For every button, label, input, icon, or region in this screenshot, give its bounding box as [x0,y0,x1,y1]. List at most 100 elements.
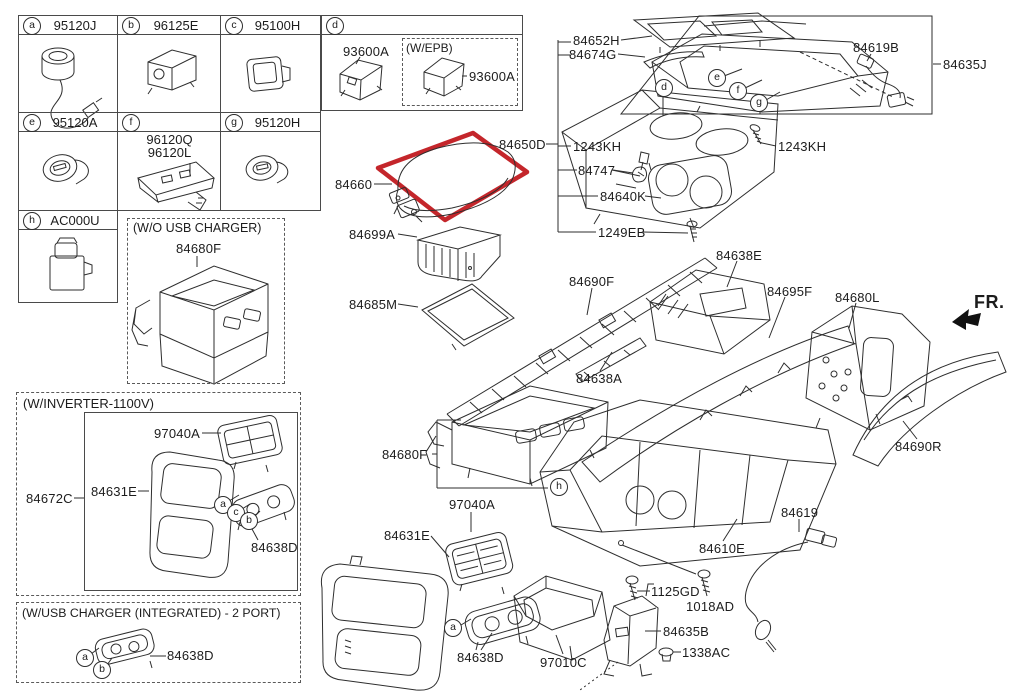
table-cell-f: f [118,113,221,211]
part-code: 95120J [53,18,97,33]
marker-b: b [122,17,140,35]
inverter-variant-title: (W/INVERTER-1100V) [23,396,154,411]
part-callout-1125GD: 1125GD [651,584,700,599]
part-callout-84610E: 84610E [699,541,746,556]
part-callout-84638D: 84638D [167,648,214,663]
part-callout-93600A: 93600A [469,69,516,84]
marker-h: h [23,212,41,230]
part-callout-1243KH: 1243KH [778,139,827,154]
screw-1243KH-right [749,123,762,144]
wire-84619-art [745,528,837,652]
bracket-84635B-art [604,584,658,676]
wepb-variant-box [402,38,518,106]
table-cell-b: b 96125E [118,15,221,113]
part-code: 96125E [153,18,199,33]
part-code: 96120L [147,145,192,160]
part-callout-84699A: 84699A [349,227,396,242]
table-cell-e: e 95120A [18,113,118,211]
cover-84631E-inverter-art [150,452,234,577]
circle-marker-e-1: e [708,69,726,87]
icon-power-socket-95120J [42,48,102,128]
part-callout-84638E: 84638E [716,248,763,263]
part-callout-93600A: 93600A [343,44,390,59]
part-callout-84680F: 84680F [176,241,222,256]
part-callout-84672C: 84672C [26,491,73,506]
marker-g: g [225,114,243,132]
icon-relay-box-96125E [148,50,196,94]
icon-unit-AC000U [50,238,92,290]
wo-usb-charger-box [127,218,285,384]
table-cell-d: d [321,15,523,111]
marker-c: c [225,17,243,35]
inverter-inner-box [84,412,298,591]
part-code-stack: 96120Q 96120L [118,133,221,159]
part-callout-84619B: 84619B [853,40,900,55]
selected-part-highlight[interactable] [378,133,527,220]
clip-84747 [632,167,646,182]
armrest-84660-art [389,143,515,222]
panel-84690R-art [853,352,1006,466]
wire-84619B-art [857,54,914,108]
part-callout-1018AD: 1018AD [686,599,735,614]
part-callout-84638D: 84638D [457,650,504,665]
usb-2port-variant-title: (W/USB CHARGER (INTEGRATED) - 2 PORT) [22,606,281,620]
switch-84638D-main-art [462,594,543,650]
icon-socket-95120H [244,153,288,183]
console-box-84680F-main-art [426,386,608,486]
table-cell-g: g 95120H [221,113,321,211]
icon-switch-epb-93600A [424,58,464,96]
part-callout-84680F: 84680F [382,447,428,462]
part-callout-84690R: 84690R [895,439,942,454]
part-callout-84650D: 84650D [499,137,546,152]
icon-socket-95120A [40,151,88,185]
assembly-84635J-box [621,16,932,114]
circle-marker-g-3: g [750,94,768,112]
fr-direction-arrow-icon [952,309,981,330]
part-callout-84640K: 84640K [600,189,647,204]
part-callout-84635B: 84635B [663,624,710,639]
fr-direction-label: FR. [974,292,1005,312]
vent-97040A-inverter-art [216,414,283,472]
marker-a: a [23,17,41,35]
panel-84695F-art [582,326,854,482]
circle-marker-b-8: b [240,512,258,530]
cupholder-84640K-art [646,153,733,216]
part-callout-84695F: 84695F [767,284,813,299]
part-callout-84631E: 84631E [384,528,431,543]
clip-1243KH-left [639,152,651,170]
inverter-variant-box [16,392,301,596]
part-callout-84660: 84660 [335,177,373,192]
part-code: AC000U [50,213,100,228]
circle-marker-h-4: h [550,478,568,496]
part-callout-84631E: 84631E [91,484,138,499]
part-code: 95120A [52,115,98,130]
screw-1125GD [626,576,638,600]
part-callout-84638D: 84638D [251,540,298,555]
part-callout-1338AC: 1338AC [682,645,731,660]
icon-usb-panel-96120Q [138,162,214,210]
part-callout-84619: 84619 [781,505,819,520]
bolt-1018AD [698,570,710,596]
part-code: 95100H [254,18,301,33]
part-callout-1249EB: 1249EB [598,225,646,240]
table-cell-c: c 95100H [221,15,321,113]
part-callout-84635J: 84635J [943,57,987,72]
part-callout-1243KH: 1243KH [573,139,622,154]
part-code: 95120H [254,115,301,130]
screw-1249EB [687,221,697,242]
part-callout-97040A: 97040A [154,426,201,441]
console-box-84680F-variant-art [132,266,268,384]
marker-e: e [23,114,41,132]
circle-marker-a-5: a [444,619,462,637]
vent-97040A-main-art [444,531,514,594]
marker-d: d [326,17,344,35]
part-callout-84685M: 84685M [349,297,398,312]
marker-f: f [122,114,140,132]
part-callout-84680L: 84680L [835,290,880,305]
part-callout-97040A: 97040A [449,497,496,512]
cover-84631E-main-art [321,556,448,690]
part-callout-84652H: 84652H [573,33,620,48]
icon-switch-93600A [340,60,382,100]
table-cell-h: h AC000U [18,211,118,303]
body-84610E-art [540,400,836,566]
